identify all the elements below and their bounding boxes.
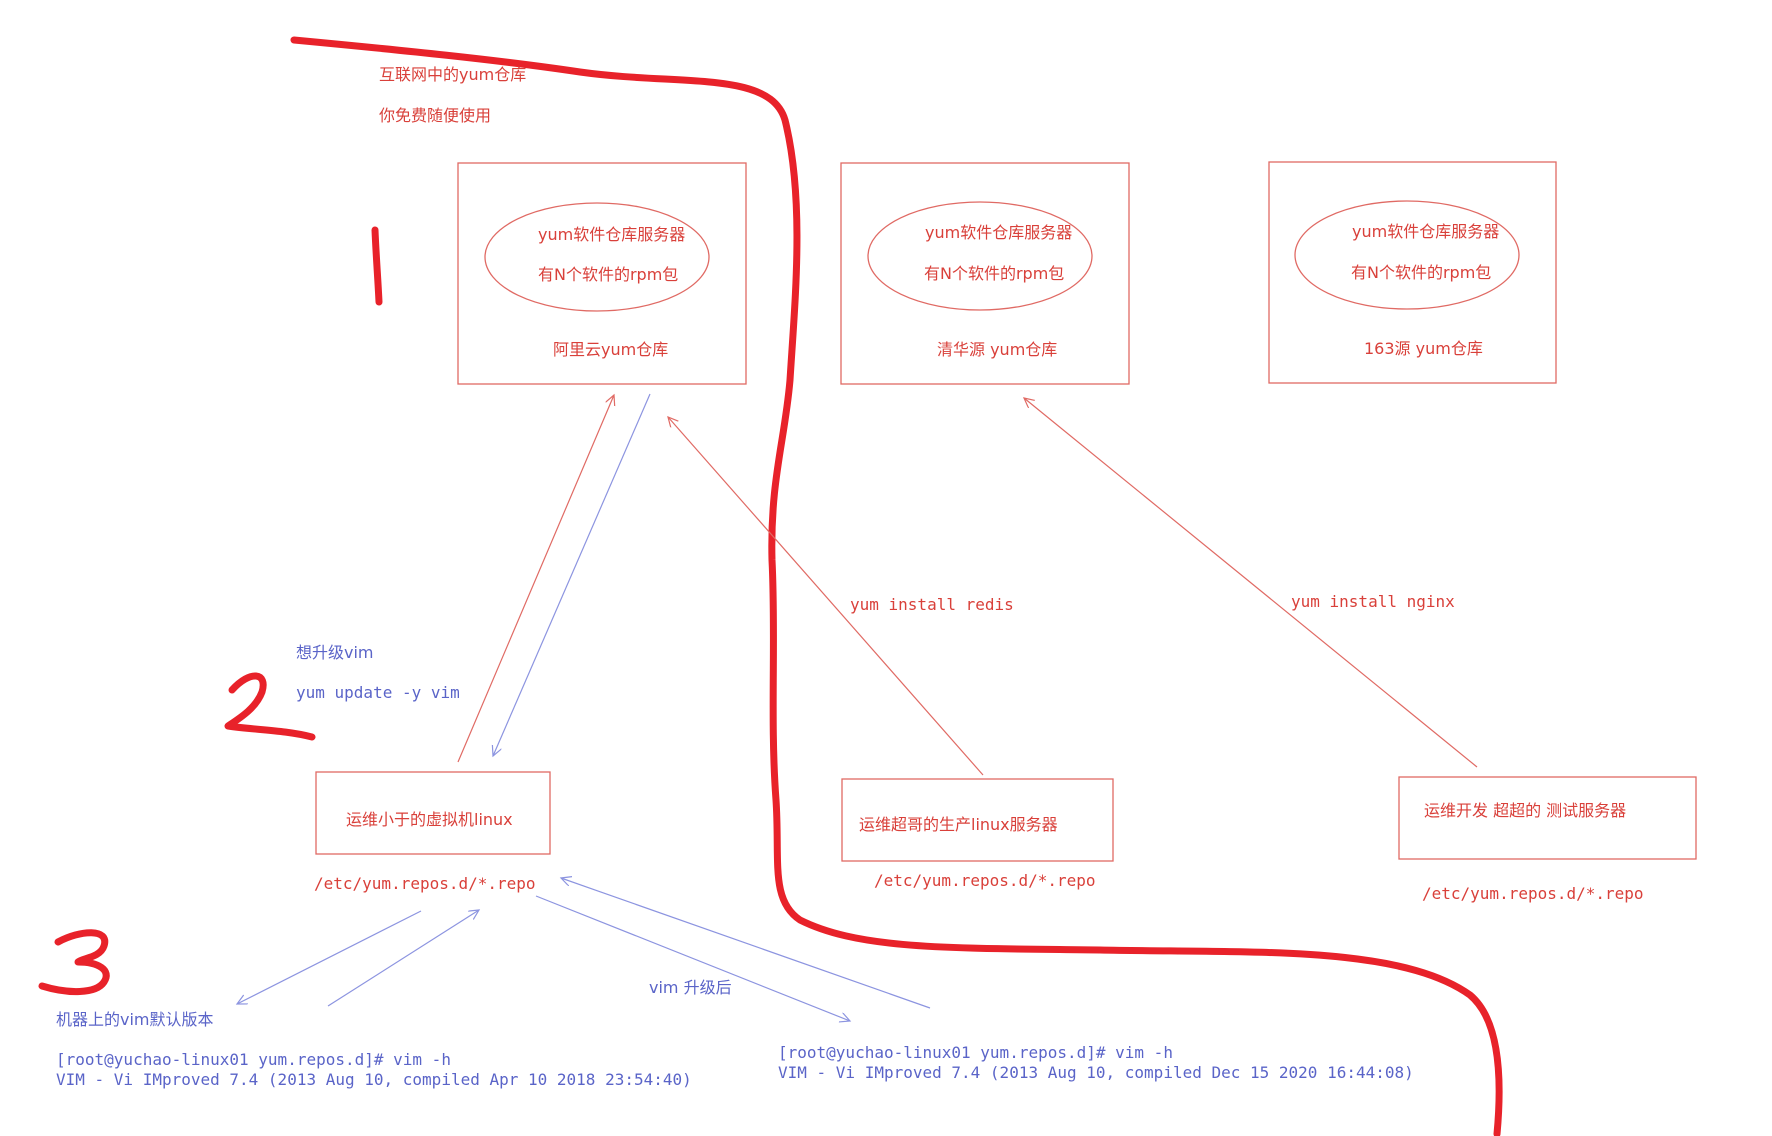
arrow-aliyun-to-vm — [493, 393, 651, 756]
terminal-before-output: VIM - Vi IMproved 7.4 (2013 Aug 10, comp… — [56, 1070, 692, 1089]
machine-prod-name: 运维超哥的生产linux服务器 — [859, 815, 1058, 834]
after-upgrade-label: vim 升级后 — [649, 978, 732, 997]
arrow-to-after-terminal — [535, 895, 850, 1021]
repo-ellipse-aliyun — [484, 202, 710, 312]
repo-aliyun-line2: 有N个软件的rpm包 — [538, 265, 679, 284]
repo-ellipse-163 — [1294, 200, 1520, 310]
marker-two-stroke — [224, 672, 316, 741]
arrow-to-before-terminal — [237, 910, 422, 1004]
machine-box-test — [1398, 776, 1697, 860]
machine-vm-repo-path: /etc/yum.repos.d/*.repo — [314, 874, 536, 893]
internet-subtitle: 你免费随便使用 — [379, 106, 492, 125]
repo-tsinghua-line1: yum软件仓库服务器 — [925, 223, 1073, 242]
internet-boundary-stroke — [290, 36, 1503, 1136]
marker-three-stroke — [38, 929, 110, 996]
arrow-vm-to-aliyun — [457, 395, 614, 763]
internet-title: 互联网中的yum仓库 — [379, 65, 527, 84]
machine-test-name: 运维开发 超超的 测试服务器 — [1424, 801, 1627, 820]
command-install-nginx: yum install nginx — [1291, 592, 1455, 611]
command-install-redis: yum install redis — [850, 595, 1014, 614]
repo-163-name: 163源 yum仓库 — [1364, 339, 1483, 358]
repo-aliyun-line1: yum软件仓库服务器 — [538, 225, 686, 244]
arrow-prod-to-aliyun — [668, 417, 984, 776]
repo-box-tsinghua — [840, 162, 1130, 385]
repo-163-line1: yum软件仓库服务器 — [1352, 222, 1500, 241]
command-update-vim: yum update -y vim — [296, 683, 460, 702]
terminal-after-prompt: [root@yuchao-linux01 yum.repos.d]# vim -… — [778, 1043, 1173, 1062]
machine-prod-repo-path: /etc/yum.repos.d/*.repo — [874, 871, 1096, 890]
repo-aliyun-name: 阿里云yum仓库 — [553, 340, 669, 359]
repo-box-aliyun — [457, 162, 747, 385]
repo-box-163 — [1268, 161, 1557, 384]
arrow-test-to-tsinghua — [1024, 398, 1478, 768]
arrow-after-terminal-to-vm — [561, 878, 931, 1009]
terminal-before-prompt: [root@yuchao-linux01 yum.repos.d]# vim -… — [56, 1050, 451, 1069]
vim-default-version-caption: 机器上的vim默认版本 — [56, 1010, 214, 1029]
arrow-before-terminal-to-vm — [327, 910, 479, 1007]
repo-ellipse-tsinghua — [867, 201, 1093, 311]
marker-one-stroke — [371, 226, 383, 306]
repo-tsinghua-line2: 有N个软件的rpm包 — [924, 264, 1065, 283]
machine-box-prod — [841, 778, 1114, 862]
machine-vm-name: 运维小于的虚拟机linux — [346, 810, 513, 829]
terminal-after-output: VIM - Vi IMproved 7.4 (2013 Aug 10, comp… — [778, 1063, 1414, 1082]
want-upgrade-label: 想升级vim — [296, 643, 374, 662]
machine-test-repo-path: /etc/yum.repos.d/*.repo — [1422, 884, 1644, 903]
repo-163-line2: 有N个软件的rpm包 — [1351, 263, 1492, 282]
repo-tsinghua-name: 清华源 yum仓库 — [937, 340, 1058, 359]
machine-box-vm — [315, 771, 551, 855]
